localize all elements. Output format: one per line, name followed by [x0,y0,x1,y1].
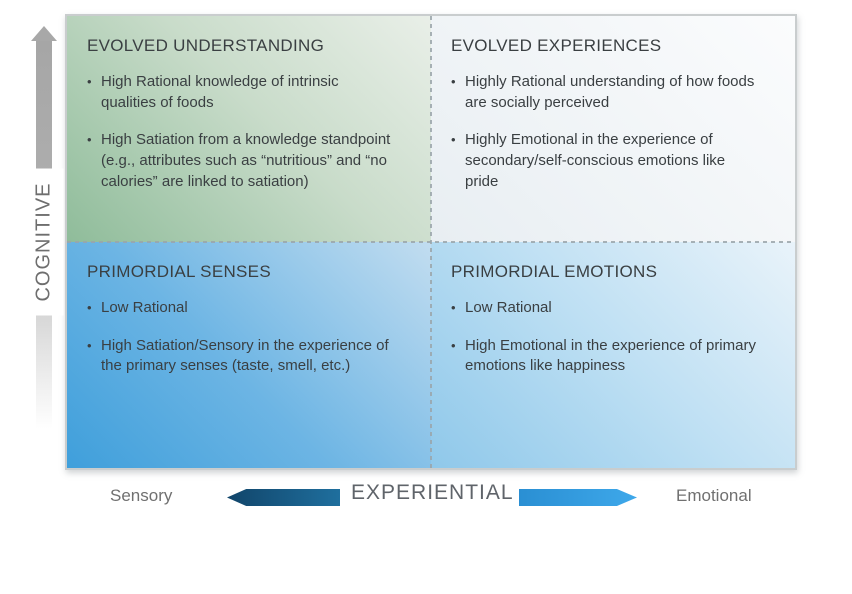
quadrant-title: PRIMORDIAL SENSES [87,262,271,281]
bullet-item: • High Rational knowledge of intrinsic q… [87,72,397,113]
bullet-item: • Low Rational [451,298,761,319]
cognitive-axis: COGNITIVE [24,14,64,470]
bullet-item: • High Emotional in the experience of pr… [451,336,761,377]
bullet-text: Highly Rational understanding of how foo… [465,73,755,111]
experiential-axis-label: EXPERIENTIAL [351,481,514,504]
bullet-text: Highly Emotional in the experience of se… [465,131,726,190]
bullet-text: High Rational knowledge of intrinsic qua… [101,73,339,111]
quadrant-title: EVOLVED EXPERIENCES [451,36,662,55]
bullet-dot-icon: • [87,74,92,89]
bullet-dot-icon: • [87,337,92,353]
quadrant-title: PRIMORDIAL EMOTIONS [451,262,658,281]
bullet-text: High Emotional in the experience of prim… [465,336,756,375]
bullet-dot-icon: • [451,300,456,315]
bullet-dot-icon: • [87,132,92,148]
bullet-dot-icon: • [87,300,92,315]
bullet-text: High Satiation/Sensory in the experience… [101,336,389,375]
axis-label-emotional: Emotional [676,486,752,505]
quadrant-evolved-understanding: EVOLVED UNDERSTANDING • High Rational kn… [67,16,431,242]
bullet-text: Low Rational [465,299,552,316]
bullet-list: • High Rational knowledge of intrinsic q… [87,72,397,192]
bullet-text: High Satiation from a knowledge standpoi… [101,131,391,190]
bullet-item: • Low Rational [87,298,397,319]
bullet-text: Low Rational [101,299,188,316]
bullet-list: • Low Rational • High Satiation/Sensory … [87,298,397,377]
bullet-dot-icon: • [451,74,456,89]
bullet-item: • Highly Emotional in the experience of … [451,130,761,192]
up-arrow-icon [31,26,57,41]
bullet-item: • Highly Rational understanding of how f… [451,72,761,113]
bullet-list: • Highly Rational understanding of how f… [451,72,761,192]
left-arrow-icon [227,489,340,506]
quadrant-evolved-experiences: EVOLVED EXPERIENCES • Highly Rational un… [431,16,795,242]
cognitive-axis-label: COGNITIVE [24,168,64,316]
bullet-item: • High Satiation/Sensory in the experien… [87,336,397,377]
quadrant-diagram: EVOLVED UNDERSTANDING • High Rational kn… [65,14,797,470]
bullet-dot-icon: • [451,132,456,148]
right-arrow-icon [519,489,637,506]
axis-label-sensory: Sensory [110,486,173,505]
bullet-list: • Low Rational • High Emotional in the e… [451,298,761,377]
quadrant-primordial-emotions: PRIMORDIAL EMOTIONS • Low Rational • Hig… [431,242,795,468]
bullet-dot-icon: • [451,337,456,353]
quadrant-primordial-senses: PRIMORDIAL SENSES • Low Rational • High … [67,242,431,468]
bullet-item: • High Satiation from a knowledge standp… [87,130,397,192]
quadrant-title: EVOLVED UNDERSTANDING [87,36,325,55]
